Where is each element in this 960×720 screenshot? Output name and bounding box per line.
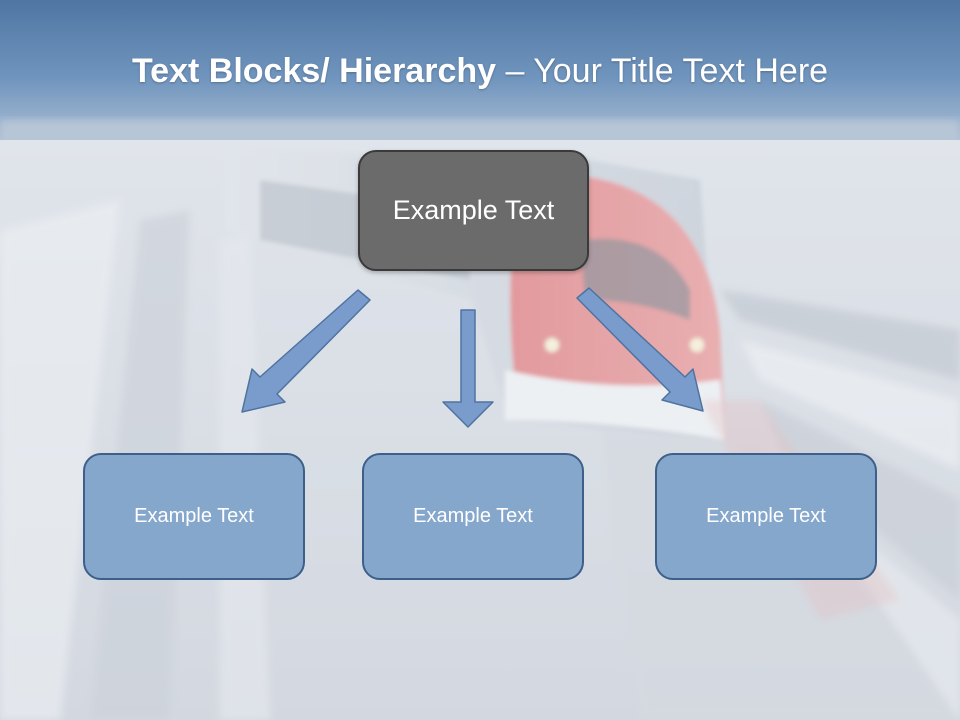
child-box-middle[interactable]: Example Text	[362, 453, 584, 580]
child-box-left-label: Example Text	[134, 505, 254, 527]
child-box-middle-label: Example Text	[413, 505, 533, 527]
arrow-to-left-box	[241, 289, 371, 413]
title-light-part: Your Title Text Here	[533, 52, 829, 90]
top-level-box[interactable]: Example Text	[358, 150, 589, 271]
title-separator: –	[496, 52, 534, 90]
top-level-box-label: Example Text	[392, 195, 555, 225]
arrow-to-middle-box	[442, 309, 494, 428]
title-bold-part: Text Blocks/ Hierarchy	[131, 52, 497, 90]
child-box-right-label: Example Text	[706, 505, 826, 527]
child-box-left[interactable]: Example Text	[83, 453, 305, 580]
child-box-right[interactable]: Example Text	[655, 453, 877, 580]
arrow-to-right-box	[576, 287, 704, 412]
slide-title: Text Blocks/ Hierarchy – Your Title Text…	[0, 52, 960, 91]
